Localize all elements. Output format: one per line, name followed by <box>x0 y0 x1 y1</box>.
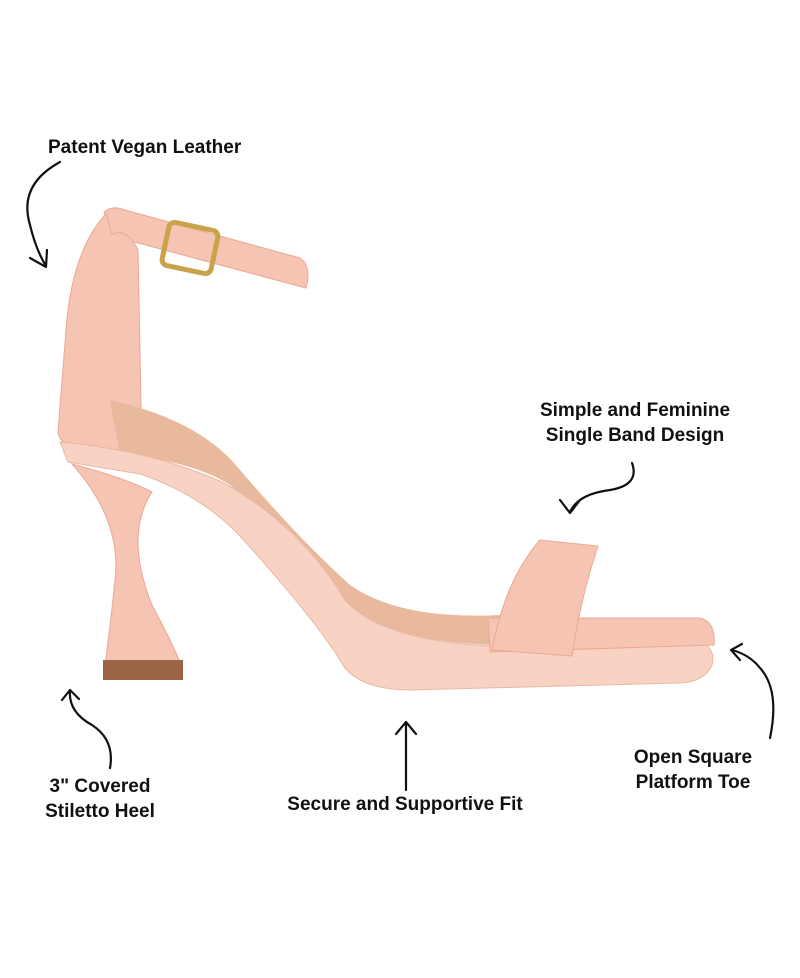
heel-tip <box>103 660 183 680</box>
buckle <box>159 219 221 277</box>
callout-heel-line1: 3" Covered <box>49 776 151 797</box>
ankle-strap <box>103 207 309 289</box>
insole <box>110 400 700 645</box>
curved-arrow-icon <box>60 688 112 770</box>
callout-toe-line1: Open Square <box>633 747 753 768</box>
callout-band-line1: Simple and Feminine <box>539 400 731 421</box>
heel-counter <box>57 213 143 457</box>
stiletto-heel <box>70 463 183 673</box>
platform-sole <box>59 441 714 691</box>
callout-band-line2: Single Band Design <box>545 425 725 446</box>
callout-band: Simple and Feminine Single Band Design <box>500 398 770 448</box>
callout-heel: 3" Covered Stiletto Heel <box>10 774 190 824</box>
callout-fit: Secure and Supportive Fit <box>287 794 523 815</box>
callout-heel-line2: Stiletto Heel <box>45 801 155 822</box>
callout-toe: Open Square Platform Toe <box>603 745 783 795</box>
curved-arrow-icon <box>729 642 775 740</box>
straight-arrow-icon <box>394 720 418 792</box>
curved-arrow-icon <box>26 160 62 269</box>
callout-toe-line2: Platform Toe <box>635 772 751 793</box>
front-band <box>491 539 599 657</box>
curved-arrow-icon <box>558 461 635 515</box>
callout-material: Patent Vegan Leather <box>48 137 242 158</box>
